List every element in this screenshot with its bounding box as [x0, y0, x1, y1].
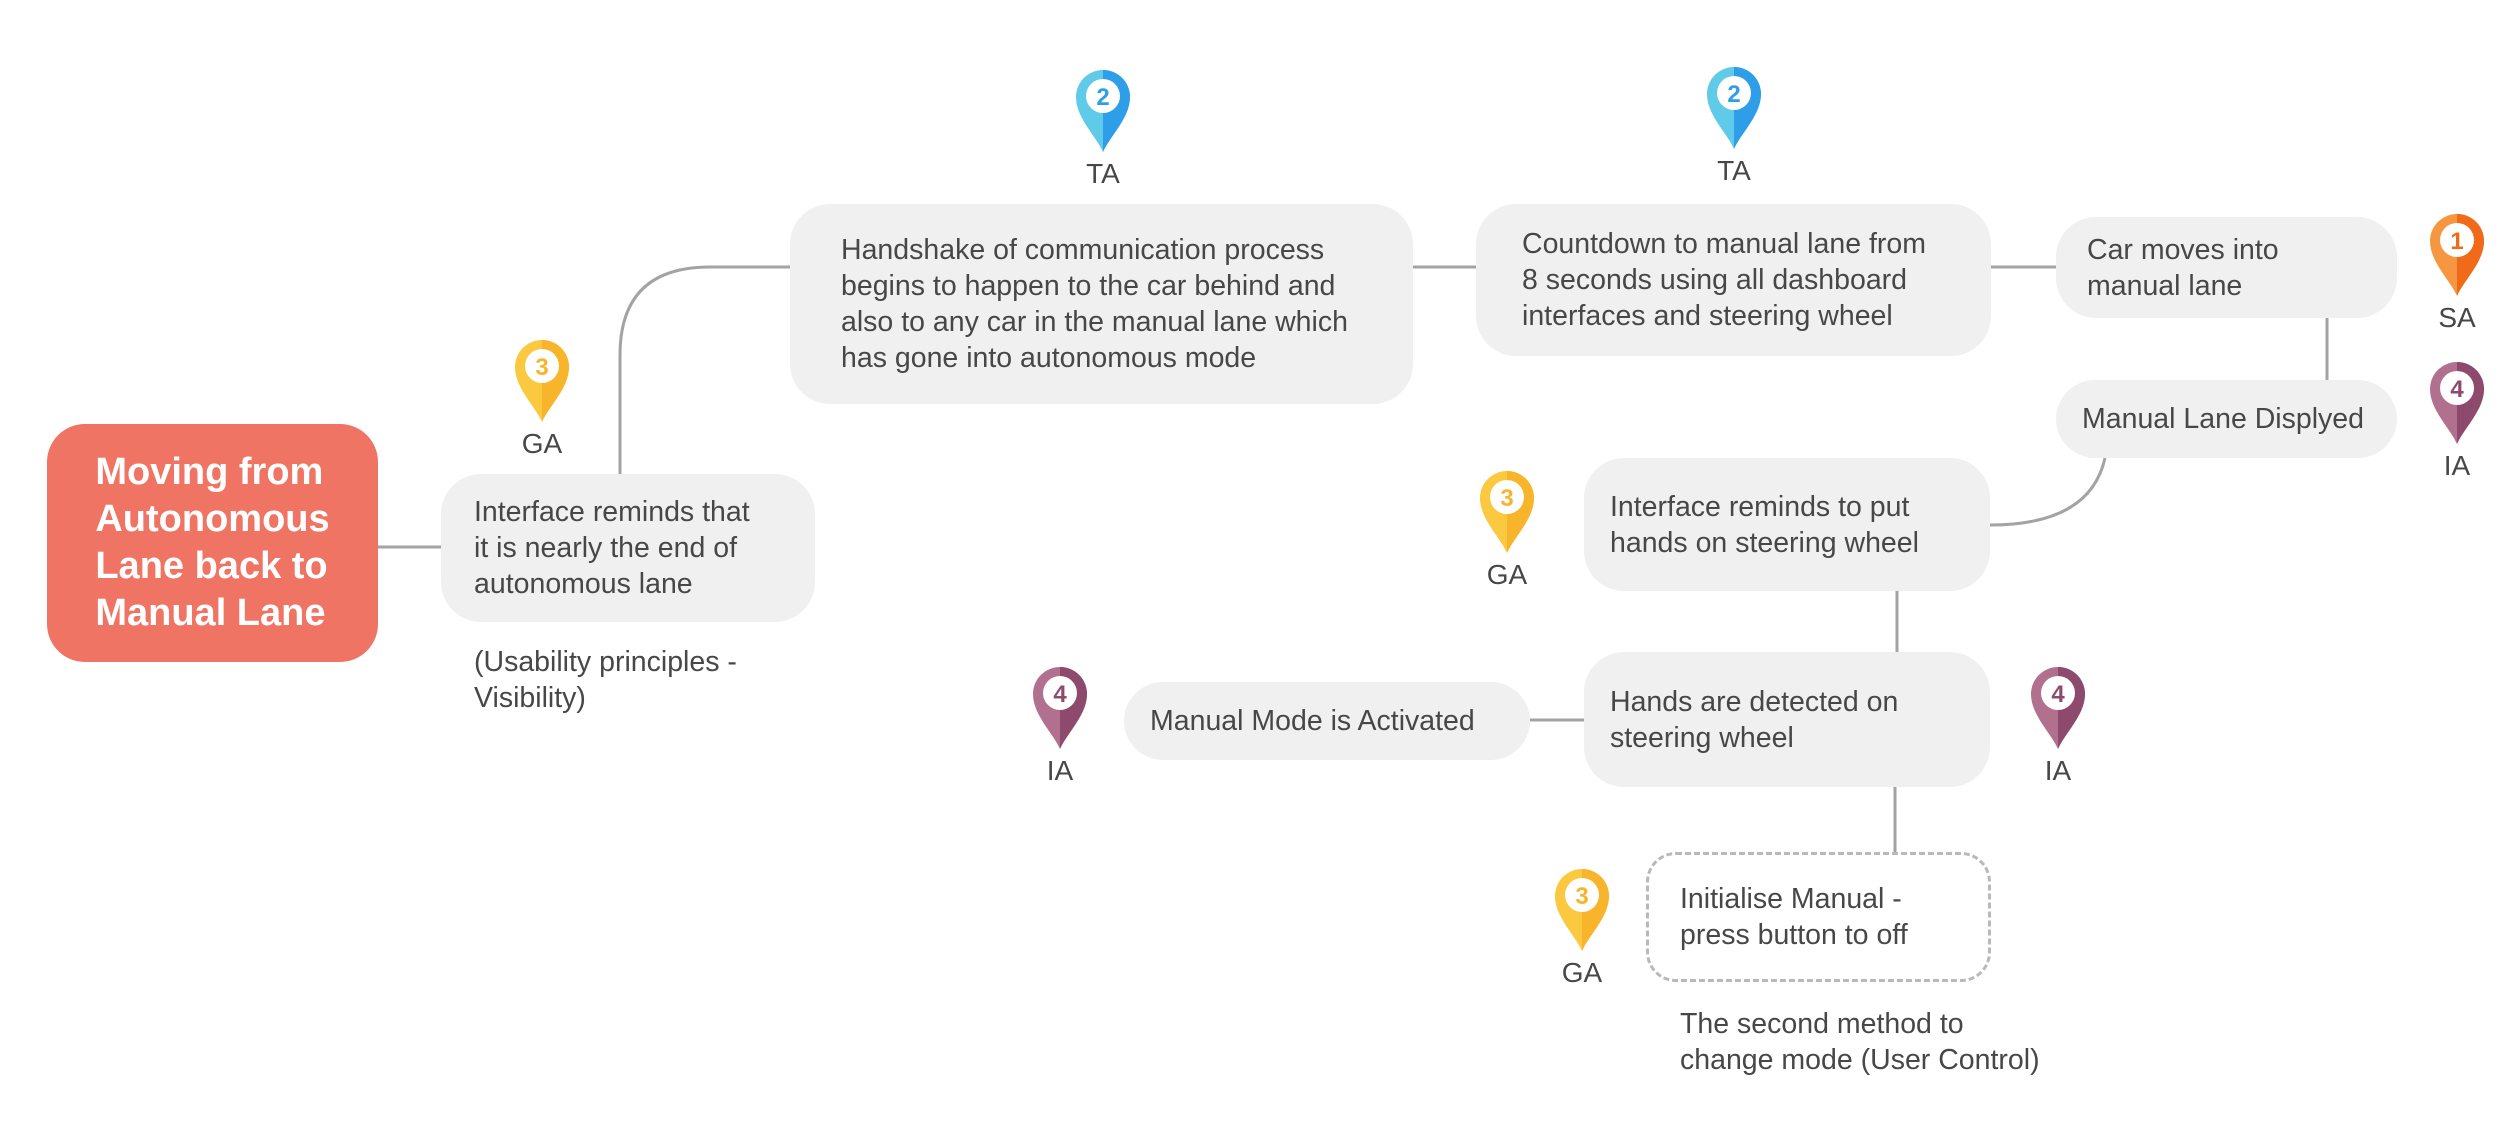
- node-countdown-label: Countdown to manual lane from 8 seconds …: [1522, 228, 1926, 332]
- node-manual-displayed: Manual Lane Displyed: [2056, 380, 2397, 458]
- marker-number: 1: [2450, 228, 2463, 255]
- marker-label: IA: [1046, 755, 1074, 786]
- node-countdown: Countdown to manual lane from 8 seconds …: [1476, 204, 1991, 356]
- marker-label: GA: [1486, 559, 1528, 590]
- node-reminds-end: Interface reminds that it is nearly the …: [441, 474, 815, 622]
- marker-number: 3: [1500, 485, 1513, 512]
- node-car-moves-label: Car moves into manual lane: [2087, 233, 2279, 302]
- note-usability: (Usability principles - Visibility): [474, 646, 737, 714]
- map-pin-purple-icon: 4: [2430, 362, 2484, 444]
- marker-label: SA: [2438, 302, 2476, 333]
- marker-number: 2: [1727, 81, 1740, 108]
- marker-number: 4: [2051, 681, 2065, 708]
- node-manual-activated: Manual Mode is Activated: [1124, 682, 1530, 760]
- map-pin-orange-icon: 1: [2430, 214, 2484, 296]
- node-car-moves: Car moves into manual lane: [2056, 217, 2397, 318]
- node-reminds-hands-label: Interface reminds to put hands on steeri…: [1610, 490, 1919, 559]
- root-topic-label: Moving from Autonomous Lane back to Manu…: [95, 451, 330, 634]
- marker-number: 4: [2450, 376, 2464, 403]
- marker-label: IA: [2044, 755, 2072, 786]
- node-manual-displayed-label: Manual Lane Displyed: [2082, 403, 2365, 435]
- marker-label: GA: [521, 428, 563, 459]
- marker-number: 3: [535, 354, 548, 381]
- marker-label: TA: [1086, 158, 1120, 189]
- marker-label: GA: [1561, 957, 1603, 988]
- node-manual-activated-label: Manual Mode is Activated: [1150, 705, 1475, 737]
- marker-number: 3: [1575, 883, 1588, 910]
- node-hands-detected: Hands are detected on steering wheel: [1584, 652, 1990, 787]
- map-pin-purple-icon: 4: [1033, 667, 1087, 749]
- node-initialise-manual-label: Initialise Manual - press button to off: [1680, 883, 1908, 951]
- node-hands-detected-label: Hands are detected on steering wheel: [1610, 685, 1899, 754]
- map-pin-blue-icon: 2: [1707, 67, 1761, 149]
- node-reminds-hands: Interface reminds to put hands on steeri…: [1584, 458, 1990, 591]
- note-second-method: The second method to change mode (User C…: [1680, 1008, 2040, 1076]
- marker-label: IA: [2443, 450, 2471, 481]
- map-pin-yellow-icon: 3: [1555, 869, 1609, 951]
- node-handshake: Handshake of communication process begin…: [790, 204, 1413, 404]
- marker-label: TA: [1717, 155, 1751, 186]
- node-handshake-label: Handshake of communication process begin…: [841, 234, 1348, 374]
- map-pin-purple-icon: 4: [2031, 667, 2085, 749]
- marker-number: 4: [1053, 681, 1067, 708]
- marker-number: 2: [1096, 84, 1109, 111]
- map-pin-yellow-icon: 3: [1480, 471, 1534, 553]
- node-reminds-end-label: Interface reminds that it is nearly the …: [474, 496, 750, 600]
- map-pin-blue-icon: 2: [1076, 70, 1130, 152]
- map-pin-yellow-icon: 3: [515, 340, 569, 422]
- node-initialise-manual: Initialise Manual - press button to off: [1646, 852, 1991, 982]
- root-topic: Moving from Autonomous Lane back to Manu…: [47, 424, 378, 662]
